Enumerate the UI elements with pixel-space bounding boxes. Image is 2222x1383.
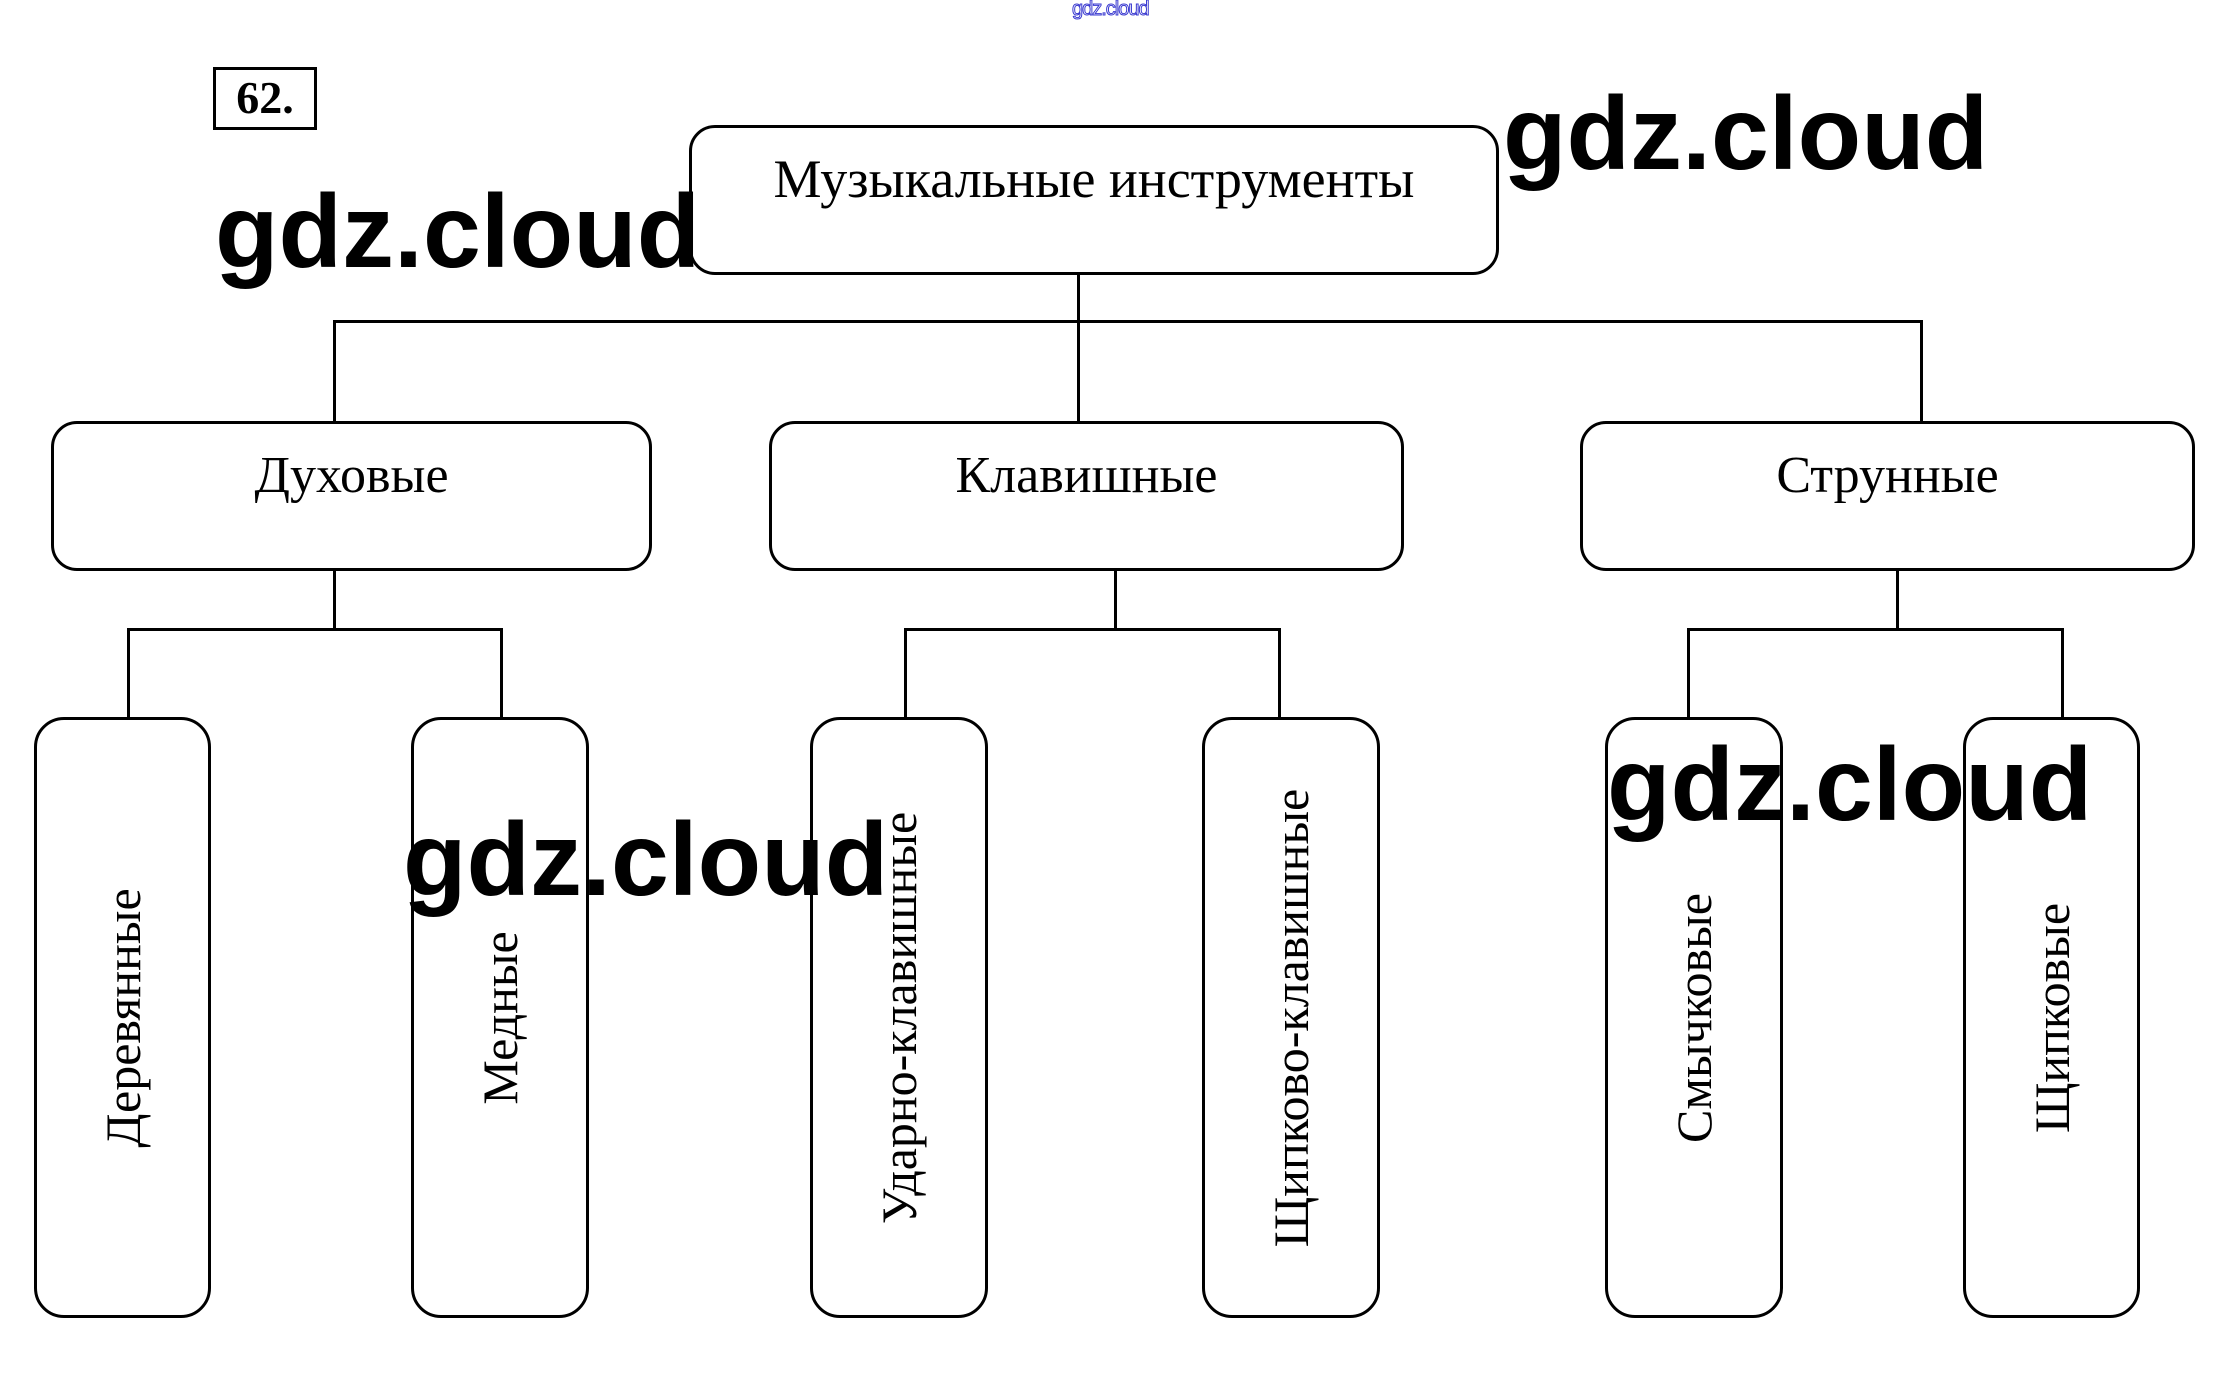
connector-leaf-1-0 [904,628,907,718]
group-label: Духовые [254,447,449,504]
connector-to-group-0 [333,320,336,422]
connector-leaf-0-1 [500,628,503,718]
leaf-label: Деревянные [94,887,151,1148]
root-label: Музыкальные инструменты [773,149,1415,209]
connector-group-2-stem [1896,571,1899,630]
connector-leaf-2-0 [1687,628,1690,718]
leaf-node: Ударно-клавишные [810,717,988,1318]
connector-group-1-bar [904,628,1281,631]
group-label: Струнные [1776,447,1999,504]
leaf-label: Щипково-клавишные [1263,788,1319,1247]
group-node-wind: Духовые [51,421,652,571]
root-node: Музыкальные инструменты [689,125,1499,275]
watermark: gdz.cloud [1503,76,1989,192]
connector-group-0-stem [333,571,336,630]
connector-leaf-0-0 [127,628,130,718]
leaf-node: Медные [411,717,589,1318]
group-label: Клавишные [955,447,1218,504]
watermark: gdz.cloud [215,174,701,290]
watermark: gdz.cloud [403,802,889,918]
watermark: gdz.cloud [1607,727,2093,843]
group-node-string: Струнные [1580,421,2195,571]
leaf-label: Щипковые [2023,902,2080,1133]
exercise-number: 62. [213,67,317,130]
leaf-label: Смычковые [1666,892,1722,1143]
leaf-node: Деревянные [34,717,211,1318]
leaf-label: Медные [472,930,528,1105]
connector-leaf-2-1 [2061,628,2064,718]
connector-root-stem [1077,275,1080,422]
connector-group-0-bar [127,628,503,631]
watermark-small: gdz.cloud [1072,0,1151,21]
connector-level1-bar [333,320,1923,323]
connector-group-2-bar [1687,628,2064,631]
connector-leaf-1-1 [1278,628,1281,718]
leaf-node: Смычковые [1605,717,1783,1318]
leaf-node: Щипковые [1963,717,2140,1318]
leaf-node: Щипково-клавишные [1202,717,1380,1318]
group-node-keyboard: Клавишные [769,421,1404,571]
connector-group-1-stem [1114,571,1117,630]
connector-to-group-2 [1920,320,1923,422]
